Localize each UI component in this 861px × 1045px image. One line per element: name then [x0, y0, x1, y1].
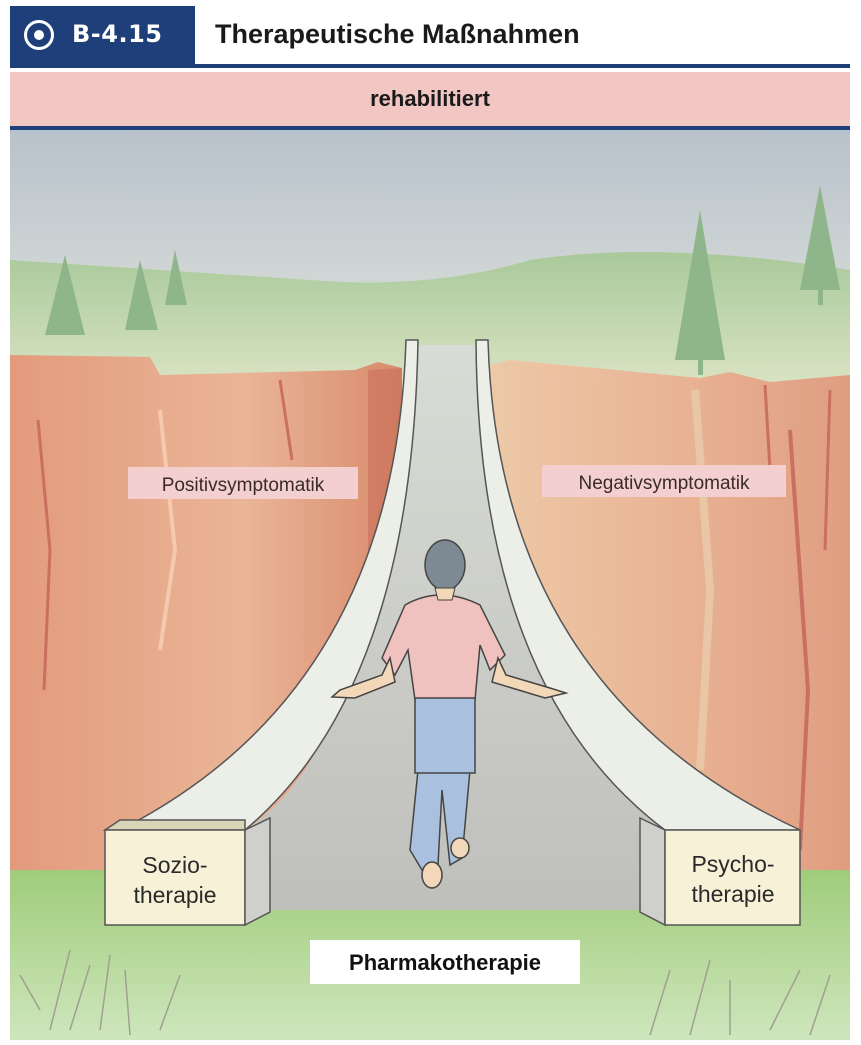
figure-number: B-4.15: [72, 20, 162, 48]
goal-label: rehabilitiert: [370, 86, 490, 112]
target-icon: [24, 20, 54, 50]
negative-symptoms-label: Negativsymptomatik: [578, 473, 750, 494]
chasm-scene: Positivsymptomatik Negativsymptomatik So…: [10, 130, 850, 1040]
sociotherapy-label-line1: Sozio-: [142, 852, 207, 878]
figure-header: B-4.15 Therapeutische Maßnahmen: [10, 6, 850, 68]
pharmacotherapy-label: Pharmakotherapie: [349, 950, 541, 975]
psychotherapy-label-line2: therapie: [691, 881, 774, 907]
positive-symptoms-label: Positivsymptomatik: [162, 475, 325, 496]
psychotherapy-label-line1: Psycho-: [691, 851, 774, 877]
sociotherapy-label-line2: therapie: [133, 882, 216, 908]
goal-banner: rehabilitiert: [10, 72, 850, 130]
figure-title: Therapeutische Maßnahmen: [215, 19, 580, 50]
figure-badge: B-4.15: [10, 6, 195, 64]
